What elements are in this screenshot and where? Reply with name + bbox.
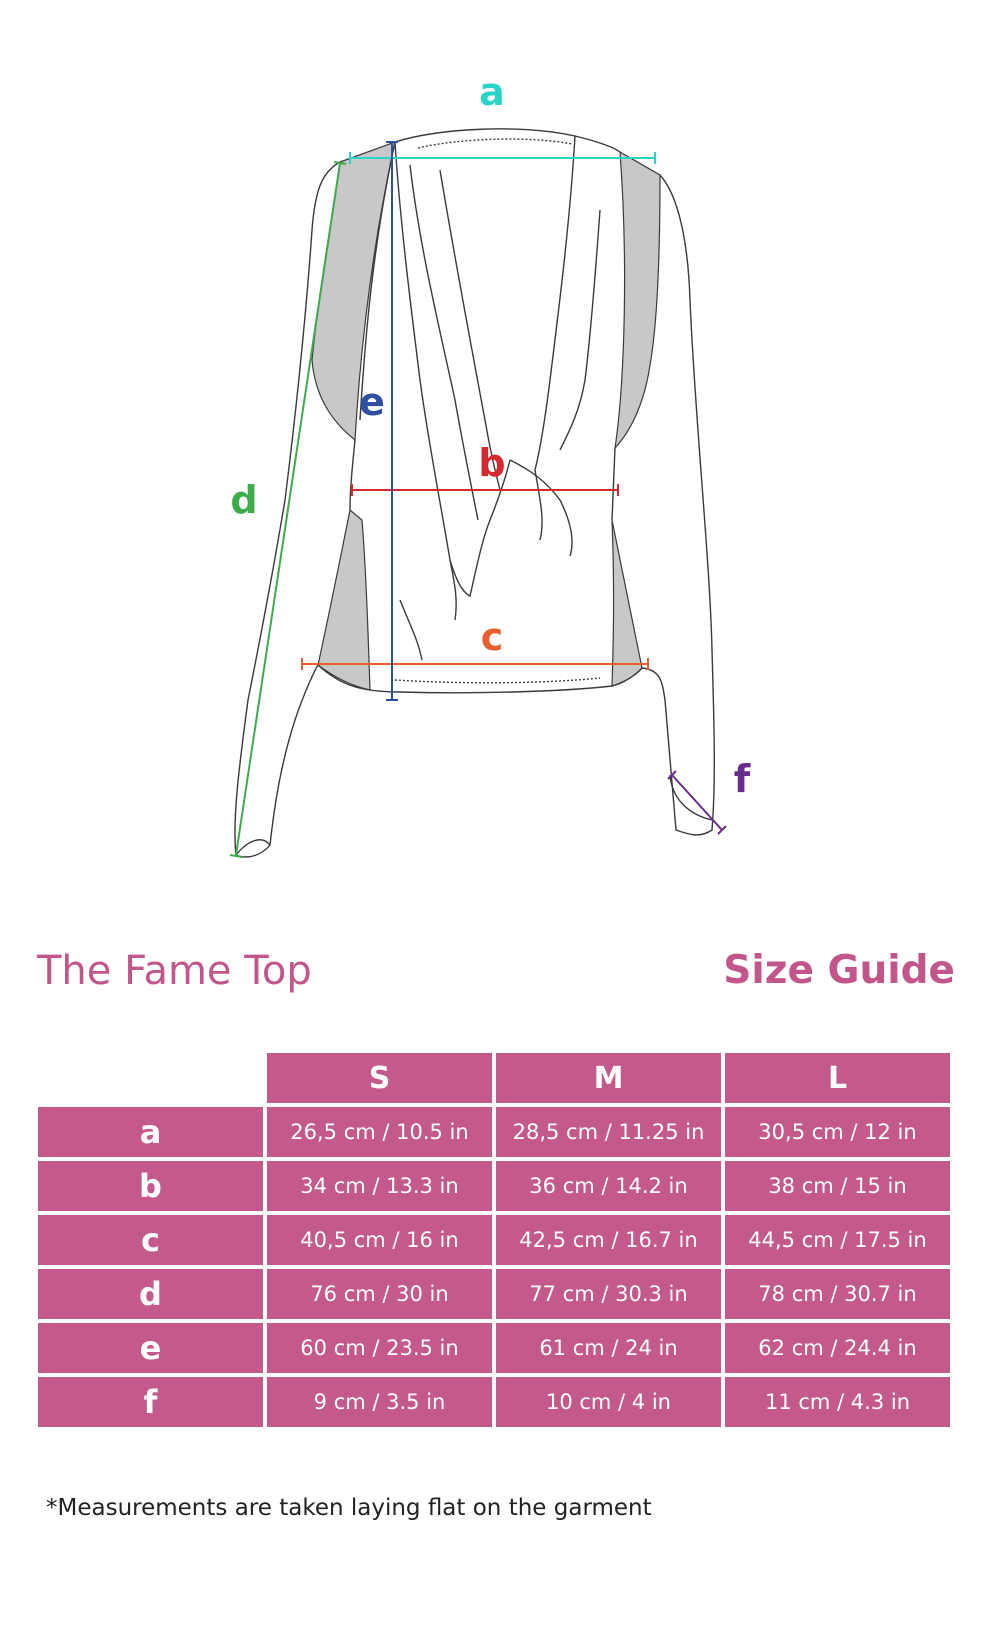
row-label: a xyxy=(38,1107,263,1157)
row-label: b xyxy=(38,1161,263,1211)
label-e: e xyxy=(359,380,385,424)
left-lower-panel xyxy=(317,508,371,691)
table-cell: 40,5 cm / 16 in xyxy=(267,1215,492,1265)
table-cell: 30,5 cm / 12 in xyxy=(725,1107,950,1157)
label-f: f xyxy=(734,757,751,801)
measure-b xyxy=(351,484,619,496)
row-label: d xyxy=(38,1269,263,1319)
table-cell: 36 cm / 14.2 in xyxy=(496,1161,721,1211)
table-cell: 42,5 cm / 16.7 in xyxy=(496,1215,721,1265)
table-cell: 11 cm / 4.3 in xyxy=(725,1377,950,1427)
table-row: a 26,5 cm / 10.5 in 28,5 cm / 11.25 in 3… xyxy=(38,1107,950,1157)
measure-e xyxy=(386,141,398,701)
table-cell: 38 cm / 15 in xyxy=(725,1161,950,1211)
size-m-header: M xyxy=(496,1053,721,1103)
measure-a xyxy=(349,152,656,164)
table-row: e 60 cm / 23.5 in 61 cm / 24 in 62 cm / … xyxy=(38,1323,950,1373)
measure-d xyxy=(229,161,347,858)
table-cell: 78 cm / 30.7 in xyxy=(725,1269,950,1319)
product-title: The Fame Top xyxy=(37,948,312,994)
table-cell: 76 cm / 30 in xyxy=(267,1269,492,1319)
table-cell: 10 cm / 4 in xyxy=(496,1377,721,1427)
row-label: f xyxy=(38,1377,263,1427)
measure-f xyxy=(667,770,727,835)
table-cell: 62 cm / 24.4 in xyxy=(725,1323,950,1373)
label-b: b xyxy=(478,441,505,485)
size-guide-heading: Size Guide xyxy=(723,948,955,993)
label-c: c xyxy=(481,615,504,659)
right-upper-panel xyxy=(614,150,661,450)
blank-corner xyxy=(38,1053,263,1103)
table-row: b 34 cm / 13.3 in 36 cm / 14.2 in 38 cm … xyxy=(38,1161,950,1211)
size-l-header: L xyxy=(725,1053,950,1103)
garment-diagram: a b c d e f xyxy=(229,70,751,858)
table-cell: 26,5 cm / 10.5 in xyxy=(267,1107,492,1157)
table-row: c 40,5 cm / 16 in 42,5 cm / 16.7 in 44,5… xyxy=(38,1215,950,1265)
table-cell: 61 cm / 24 in xyxy=(496,1323,721,1373)
measurement-note: *Measurements are taken laying flat on t… xyxy=(46,1495,652,1521)
table-cell: 44,5 cm / 17.5 in xyxy=(725,1215,950,1265)
table-cell: 34 cm / 13.3 in xyxy=(267,1161,492,1211)
right-lower-panel xyxy=(611,519,643,687)
row-label: e xyxy=(38,1323,263,1373)
row-label: c xyxy=(38,1215,263,1265)
garment-outline xyxy=(234,128,716,858)
size-header-row: S M L xyxy=(38,1053,950,1103)
label-d: d xyxy=(230,478,257,522)
measure-c xyxy=(301,658,649,670)
table-cell: 28,5 cm / 11.25 in xyxy=(496,1107,721,1157)
table-row: f 9 cm / 3.5 in 10 cm / 4 in 11 cm / 4.3… xyxy=(38,1377,950,1427)
table-cell: 77 cm / 30.3 in xyxy=(496,1269,721,1319)
table-cell: 9 cm / 3.5 in xyxy=(267,1377,492,1427)
label-a: a xyxy=(479,70,505,114)
size-table: S M L a 26,5 cm / 10.5 in 28,5 cm / 11.2… xyxy=(34,1049,954,1431)
table-row: d 76 cm / 30 in 77 cm / 30.3 in 78 cm / … xyxy=(38,1269,950,1319)
size-s-header: S xyxy=(267,1053,492,1103)
table-cell: 60 cm / 23.5 in xyxy=(267,1323,492,1373)
